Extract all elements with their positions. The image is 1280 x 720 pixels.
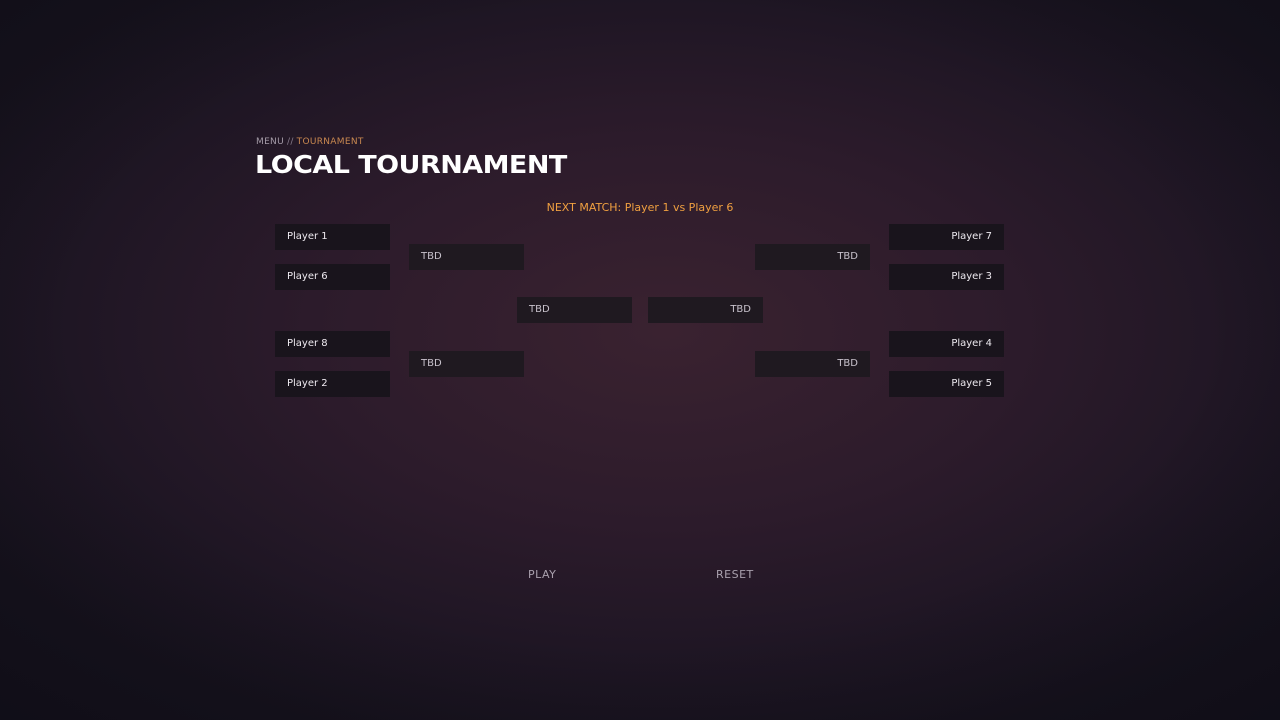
bracket-slot-right-r1-2[interactable]: Player 3 (889, 264, 1004, 290)
bracket-slot-left-r1-3[interactable]: Player 8 (275, 331, 390, 357)
breadcrumb-current: TOURNAMENT (296, 137, 364, 147)
bracket-slot-left-r2-2[interactable]: TBD (409, 351, 524, 377)
bracket-slot-right-r1-1[interactable]: Player 7 (889, 224, 1004, 250)
bracket-slot-right-r2-1[interactable]: TBD (755, 244, 870, 270)
page-title: LOCAL TOURNAMENT (255, 150, 567, 179)
bracket-slot-right-semi[interactable]: TBD (648, 297, 763, 323)
reset-button[interactable]: RESET (716, 568, 754, 581)
play-button[interactable]: PLAY (528, 568, 557, 581)
breadcrumb: MENU//TOURNAMENT (256, 137, 364, 147)
bracket-slot-left-semi[interactable]: TBD (517, 297, 632, 323)
next-match-label: NEXT MATCH: Player 1 vs Player 6 (546, 201, 734, 214)
bracket-slot-left-r1-4[interactable]: Player 2 (275, 371, 390, 397)
bracket-slot-left-r1-2[interactable]: Player 6 (275, 264, 390, 290)
breadcrumb-separator: // (286, 137, 294, 147)
bracket-slot-right-r2-2[interactable]: TBD (755, 351, 870, 377)
bracket-slot-left-r2-1[interactable]: TBD (409, 244, 524, 270)
bracket-slot-left-r1-1[interactable]: Player 1 (275, 224, 390, 250)
breadcrumb-root[interactable]: MENU (256, 137, 284, 147)
bracket-slot-right-r1-4[interactable]: Player 5 (889, 371, 1004, 397)
bracket-slot-right-r1-3[interactable]: Player 4 (889, 331, 1004, 357)
